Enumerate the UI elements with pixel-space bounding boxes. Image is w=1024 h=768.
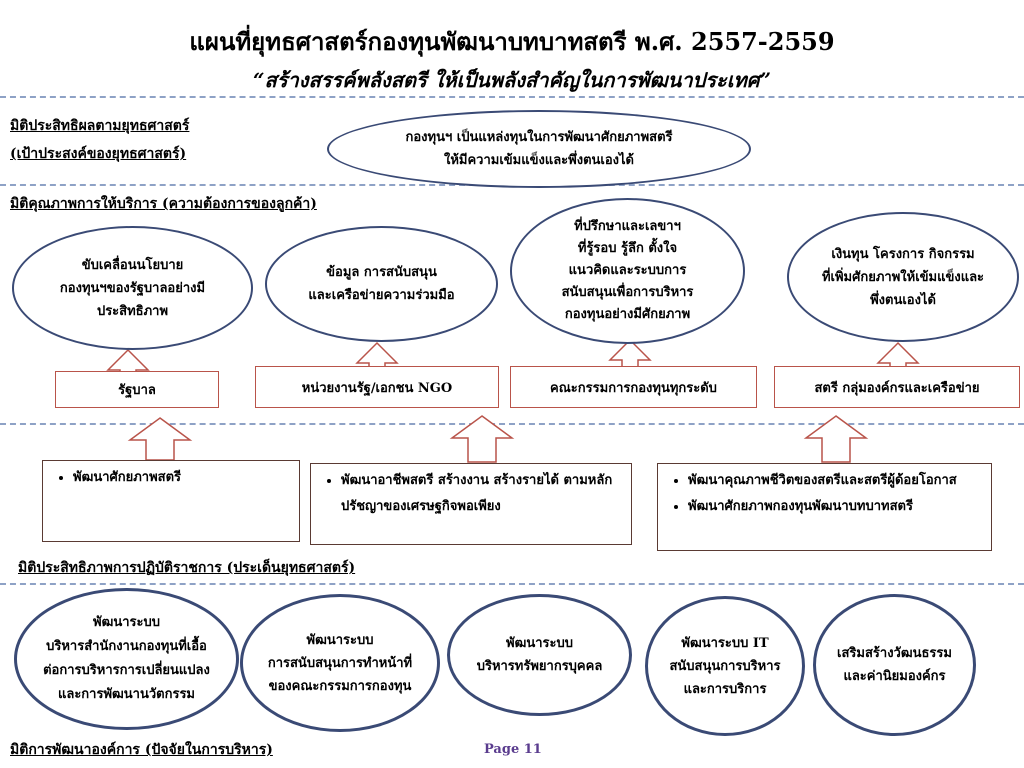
ellipse-line: ที่รู้รอบ รู้ลึก ตั้งใจ — [577, 241, 678, 256]
section-label-effectiveness: มิติประสิทธิผลตามยุทธศาสตร์ — [10, 118, 190, 134]
ellipse-line: พัฒนาระบบ — [306, 632, 374, 648]
up-arrow-icon — [127, 417, 193, 461]
up-arrow-icon — [876, 341, 920, 369]
ellipse-line: ขับเคลื่อนนโยบาย — [81, 257, 184, 273]
section-label-quality: มิติคุณภาพการให้บริการ (ความต้องการของลู… — [10, 196, 317, 212]
ellipse-line: ของคณะกรรมการกองทุน — [268, 678, 412, 694]
up-arrow-icon — [449, 415, 515, 463]
stakeholder-committee: คณะกรรมการกองทุนทุกระดับ — [510, 366, 757, 408]
ellipse-line: ประสิทธิภาพ — [96, 303, 169, 319]
ellipse-line: และค่านิยมองค์กร — [843, 669, 946, 684]
ellipse-line: สนับสนุนการบริหาร — [669, 658, 781, 674]
ellipse-line: ต่อการบริหารการเปลี่ยนแปลง — [43, 663, 210, 678]
ellipse-line: พัฒนาระบบ — [93, 615, 160, 630]
ellipse-line: และการบริการ — [683, 681, 767, 697]
ellipse-line: แนวคิดและระบบการ — [568, 263, 687, 278]
ellipse-line: พัฒนาระบบ — [506, 636, 573, 651]
ellipse-line: กองทุนฯของรัฐบาลอย่างมี — [59, 280, 206, 296]
org-ellipse-it: พัฒนาระบบ IT สนับสนุนการบริหาร และการบริ… — [645, 596, 805, 736]
ellipse-line: กองทุนอย่างมีศักยภาพ — [564, 307, 691, 322]
goal-ellipse: กองทุนฯ เป็นแหล่งทุนในการพัฒนาศักยภาพสตร… — [327, 110, 751, 188]
ellipse-line: เงินทุน โครงการ กิจกรรม — [831, 246, 975, 262]
ellipse-line: บริหารสำนักงานกองทุนที่เอื้อ — [46, 639, 207, 654]
org-ellipse-culture: เสริมสร้างวัฒนธรรม และค่านิยมองค์กร — [813, 594, 976, 736]
strategy-item: พัฒนาอาชีพสตรี สร้างงาน สร้างรายได้ ตามห… — [341, 468, 619, 520]
strategy-item: พัฒนาคุณภาพชีวิตของสตรีและสตรีผู้ด้อยโอก… — [688, 468, 979, 494]
stakeholder-government: รัฐบาล — [55, 371, 219, 408]
stakeholder-women-network: สตรี กลุ่มองค์กรและเครือข่าย — [774, 366, 1020, 408]
quality-ellipse-policy: ขับเคลื่อนนโยบาย กองทุนฯของรัฐบาลอย่างมี… — [12, 226, 253, 350]
strategy-box-2: พัฒนาอาชีพสตรี สร้างงาน สร้างรายได้ ตามห… — [310, 463, 632, 545]
page-subtitle: “สร้างสรรค์พลังสตรี ให้เป็นพลังสำคัญในกา… — [253, 68, 771, 92]
strategy-item: พัฒนาศักยภาพสตรี — [73, 465, 287, 491]
page-number: Page 11 — [484, 742, 542, 757]
ellipse-line: เสริมสร้างวัฒนธรรม — [837, 646, 952, 661]
ellipse-line: ที่ปรึกษาและเลขาฯ — [574, 219, 681, 234]
goal-line: กองทุนฯ เป็นแหล่งทุนในการพัฒนาศักยภาพสตร… — [405, 130, 673, 145]
up-arrow-icon — [608, 338, 652, 369]
stakeholder-agencies: หน่วยงานรัฐ/เอกชน NGO — [255, 366, 499, 408]
quality-ellipse-advisors: ที่ปรึกษาและเลขาฯ ที่รู้รอบ รู้ลึก ตั้งใ… — [510, 198, 745, 344]
section-label-effectiveness-sub: (เป้าประสงค์ของยุทธศาสตร์) — [10, 146, 187, 162]
ellipse-line: ข้อมูล การสนับสนุน — [326, 265, 437, 280]
section-label-efficiency: มิติประสิทธิภาพการปฏิบัติราชการ (ประเด็น… — [18, 560, 356, 576]
ellipse-line: การสนับสนุนการทำหน้าที่ — [267, 655, 413, 671]
up-arrow-icon — [803, 415, 869, 463]
ellipse-line: พึ่งตนเองได้ — [870, 292, 936, 308]
org-ellipse-committee-support: พัฒนาระบบ การสนับสนุนการทำหน้าที่ ของคณะ… — [240, 594, 440, 732]
divider — [0, 423, 1024, 425]
ellipse-line: บริหารทรัพยากรบุคคล — [476, 659, 603, 674]
quality-ellipse-network: ข้อมูล การสนับสนุน และเครือข่ายความร่วมม… — [265, 226, 498, 342]
divider — [0, 96, 1024, 98]
goal-line: ให้มีความเข้มแข็งและพึ่งตนเองได้ — [443, 153, 634, 168]
ellipse-line: ที่เพิ่มศักยภาพให้เข้มแข็งและ — [821, 269, 985, 285]
org-ellipse-office-system: พัฒนาระบบ บริหารสำนักงานกองทุนที่เอื้อ ต… — [14, 588, 239, 730]
ellipse-line: และเครือข่ายความร่วมมือ — [308, 288, 455, 303]
strategy-box-3: พัฒนาคุณภาพชีวิตของสตรีและสตรีผู้ด้อยโอก… — [657, 463, 992, 551]
page-title: แผนที่ยุทธศาสตร์กองทุนพัฒนาบทบาทสตรี พ.ศ… — [189, 27, 835, 56]
divider — [0, 583, 1024, 585]
ellipse-line: และการพัฒนานวัตกรรม — [57, 687, 195, 702]
ellipse-line: พัฒนาระบบ IT — [681, 635, 769, 651]
ellipse-line: สนับสนุนเพื่อการบริหาร — [561, 285, 694, 300]
section-label-org-dev: มิติการพัฒนาองค์การ (ปัจจัยในการบริหาร) — [10, 742, 273, 758]
strategy-item: พัฒนาศักยภาพกองทุนพัฒนาบทบาทสตรี — [688, 494, 979, 520]
org-ellipse-hr: พัฒนาระบบ บริหารทรัพยากรบุคคล — [447, 594, 632, 716]
strategy-box-1: พัฒนาศักยภาพสตรี — [42, 460, 300, 542]
quality-ellipse-funding: เงินทุน โครงการ กิจกรรม ที่เพิ่มศักยภาพใ… — [787, 212, 1019, 342]
